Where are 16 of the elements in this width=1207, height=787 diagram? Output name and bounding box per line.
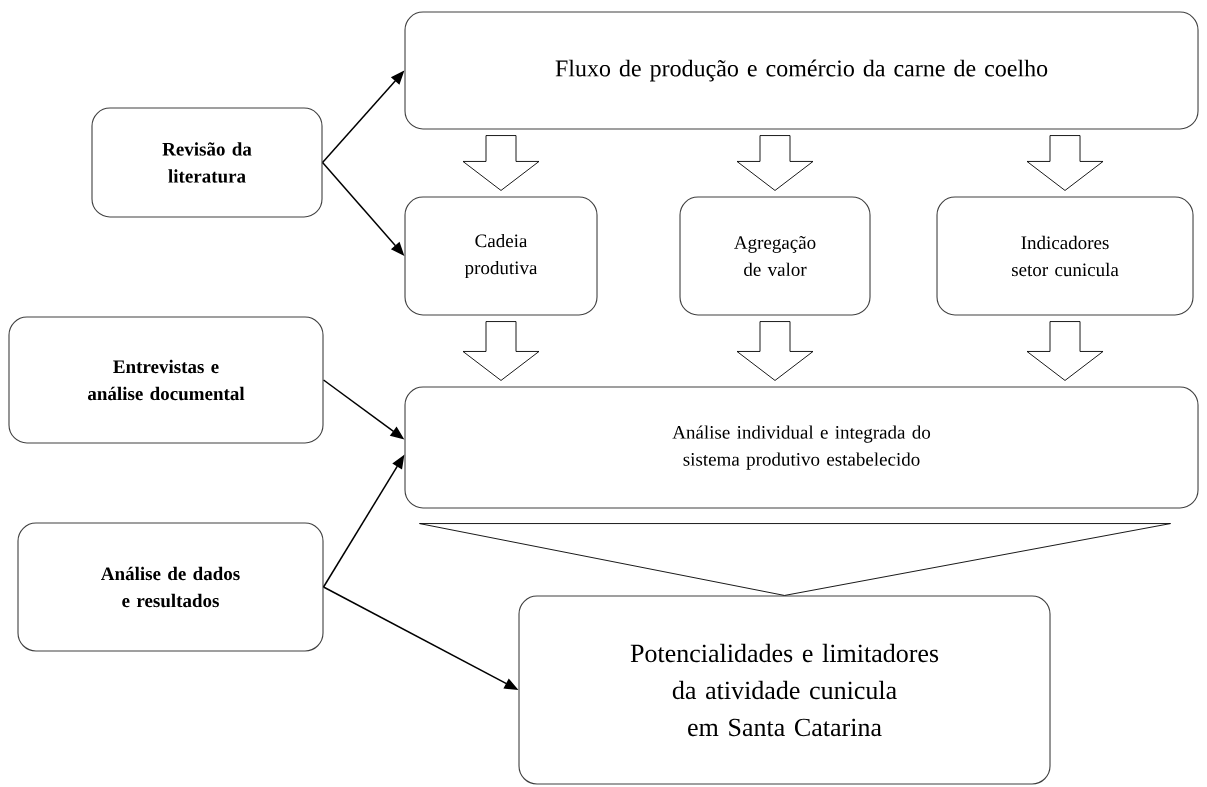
result-box: Potencialidades e limitadores da atividade cunicula em Santa Catarina [518,595,1051,785]
process-box: Fluxo de produção e comércio da carne de coelho [404,11,1199,130]
method-box: Entrevistas e análise documental [8,316,324,444]
block-arrow [736,321,814,381]
method-box: Análise de dados e resultados [17,522,324,652]
process-box: Cadeia produtiva [404,196,598,316]
merge-chevron [419,523,1171,596]
block-arrow [736,135,814,191]
block-arrow [1026,135,1104,191]
process-box: Análise individual e integrada do sistema produtivo estabelecido [404,386,1199,509]
block-arrow [1026,321,1104,381]
process-box: Indicadores setor cunicula [936,196,1194,316]
process-box: Agregação de valor [679,196,871,316]
block-arrow [462,321,540,381]
block-arrow [462,135,540,191]
method-box: Revisão da literatura [91,107,323,218]
